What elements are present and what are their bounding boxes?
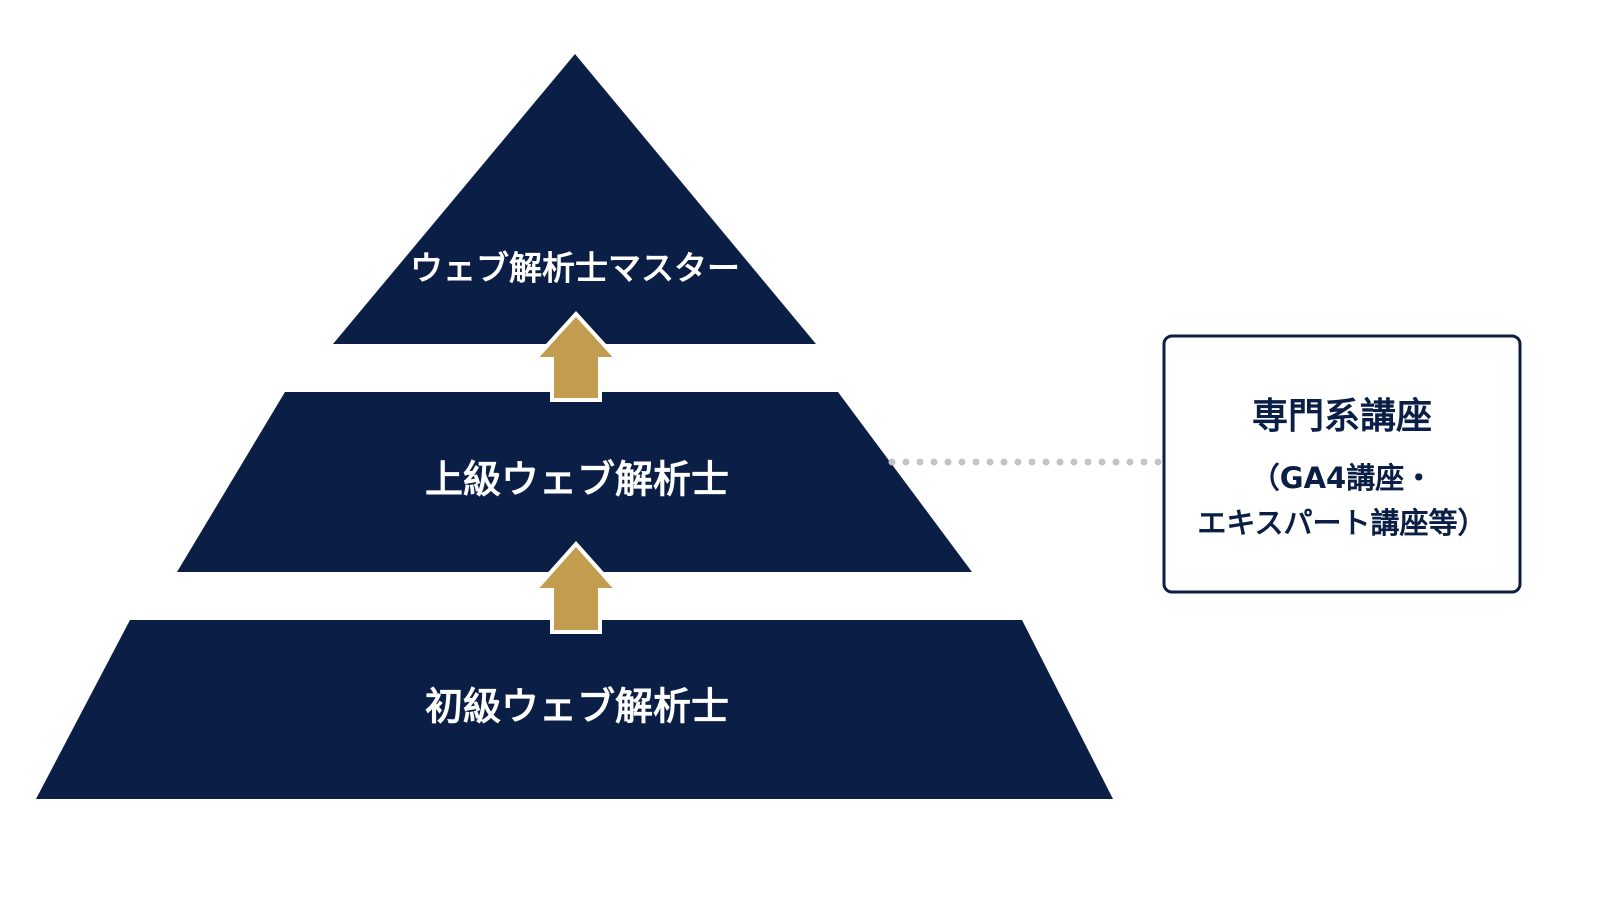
tier-middle-label: 上級ウェブ解析士 — [425, 458, 729, 502]
specialized-courses-box — [1162, 334, 1522, 594]
specialized-courses-line1: （GA4講座・ — [1251, 461, 1433, 495]
tier-top-shape — [333, 54, 816, 344]
tier-bottom-shape — [36, 620, 1113, 799]
tier-bottom-label: 初級ウェブ解析士 — [425, 685, 729, 729]
tier-top-label: ウェブ解析士マスター — [410, 249, 740, 288]
arrow-up-icon — [530, 540, 622, 634]
arrow-up-icon — [530, 311, 622, 402]
specialized-courses-line2: エキスパート講座等） — [1197, 506, 1486, 540]
specialized-courses-title: 専門系講座 — [1252, 395, 1432, 437]
tier-middle-shape — [177, 392, 972, 572]
